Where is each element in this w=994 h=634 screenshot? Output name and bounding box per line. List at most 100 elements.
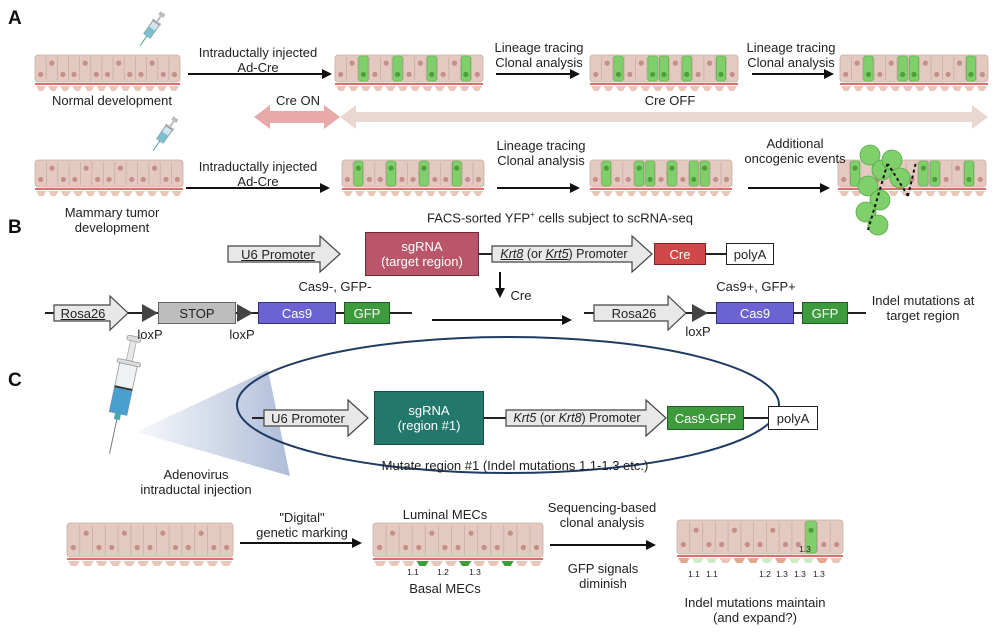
nucleus <box>465 176 471 183</box>
step-line: Intraductally injected <box>198 159 318 174</box>
step-line: "Digital" <box>279 510 325 525</box>
nucleus <box>661 71 667 78</box>
nucleus <box>71 71 77 78</box>
nucleus <box>603 165 609 171</box>
basal-cell <box>726 86 737 91</box>
step-line: Clonal analysis <box>747 55 835 70</box>
u6-promoter-label: U6 Promoter <box>241 247 315 262</box>
nucleus <box>672 60 678 66</box>
nucleus <box>954 165 961 171</box>
step-line: Lineage tracing <box>746 40 836 55</box>
basal-cell <box>36 191 47 196</box>
sgrna-line: sgRNA <box>408 403 450 418</box>
nucleus <box>140 176 146 183</box>
basal-cell <box>422 86 433 91</box>
syringe-icon <box>108 334 142 454</box>
luminal-mark-label: 1.3 <box>799 544 811 554</box>
nucleus <box>109 544 115 551</box>
labeled-cell <box>634 160 644 187</box>
nucleus <box>647 176 653 183</box>
label-part: ) Promoter <box>568 247 628 261</box>
basal-cell <box>839 191 850 196</box>
basal-cell <box>888 191 899 196</box>
labeled-cell <box>419 160 429 187</box>
basal-cell <box>733 558 746 563</box>
mark-label: 1.3 <box>794 569 806 579</box>
basal-cell <box>950 191 961 196</box>
nucleus <box>390 530 396 536</box>
cas9-gfp-box: Cas9-GFP <box>667 406 744 430</box>
basal-cell <box>459 86 470 91</box>
basal-mecs-label: Basal MECs <box>409 581 481 596</box>
labeled-cell <box>918 160 929 187</box>
caption-normal-development: Normal development <box>52 93 172 108</box>
gene-name: Krt5 <box>513 411 537 425</box>
facs-text: FACS-sorted YFP <box>427 210 531 226</box>
tumor-cell <box>859 144 881 166</box>
syringe-icon <box>152 116 179 152</box>
basal-cell <box>36 86 47 91</box>
nucleus <box>410 176 416 183</box>
nucleus <box>117 165 123 171</box>
epithelium-strip <box>341 159 485 188</box>
rosa26-arrow <box>593 294 687 332</box>
nucleus <box>451 60 458 66</box>
nucleus <box>95 176 101 183</box>
rosa26-label: Rosa26 <box>60 306 106 321</box>
nucleus <box>966 176 972 183</box>
step-line: Sequencing-based <box>547 500 657 515</box>
nucleus <box>70 544 76 551</box>
result-line: (and expand?) <box>713 610 797 625</box>
mark-label: 1.3 <box>813 569 825 579</box>
nucleus <box>834 541 840 548</box>
nucleus <box>909 176 915 183</box>
basal-cell <box>354 191 365 196</box>
nucleus <box>149 60 155 66</box>
nucleus <box>719 541 725 548</box>
nucleus <box>968 71 974 78</box>
nucleus <box>922 60 928 66</box>
nucleus <box>475 176 482 183</box>
basal-cell <box>459 561 472 566</box>
nucleus <box>684 71 690 78</box>
nucleus <box>96 544 102 551</box>
labeled-cell <box>965 55 976 82</box>
panel-label-a: A <box>8 8 22 29</box>
basal-cell <box>48 191 59 196</box>
basal-cell <box>865 86 876 91</box>
basal-cell <box>343 191 353 196</box>
cas9-box: Cas9 <box>716 302 794 324</box>
nucleus <box>171 71 178 78</box>
basal-cell <box>709 191 720 196</box>
loxp-label: loxP <box>685 324 711 339</box>
basal-cell <box>220 561 232 566</box>
nucleus <box>977 176 983 183</box>
nucleus <box>416 544 422 551</box>
vector-ellipse <box>236 336 780 474</box>
nucleus <box>706 541 712 548</box>
nucleus <box>614 176 620 183</box>
basal-cell <box>168 86 179 91</box>
basal-cell <box>878 86 889 91</box>
basal-cell <box>72 86 83 91</box>
basal-cell <box>591 191 601 196</box>
epithelium-strip <box>34 159 184 188</box>
nucleus <box>127 71 133 78</box>
basal-cell <box>939 86 950 91</box>
basal-cell <box>360 86 371 91</box>
cre-on-label: Cre ON <box>275 93 321 108</box>
cre-on-arrow <box>254 105 340 129</box>
nucleus <box>403 544 409 551</box>
nucleus <box>338 71 344 78</box>
basal-cell <box>336 86 347 91</box>
basal-cell <box>761 558 773 563</box>
basal-cell <box>348 86 359 91</box>
basal-cell <box>447 86 458 91</box>
basal-cell <box>515 561 528 566</box>
gene-name: Krt5 <box>545 247 569 261</box>
nucleus <box>650 71 656 78</box>
labeled-cell <box>659 55 669 82</box>
nucleus <box>60 71 66 78</box>
